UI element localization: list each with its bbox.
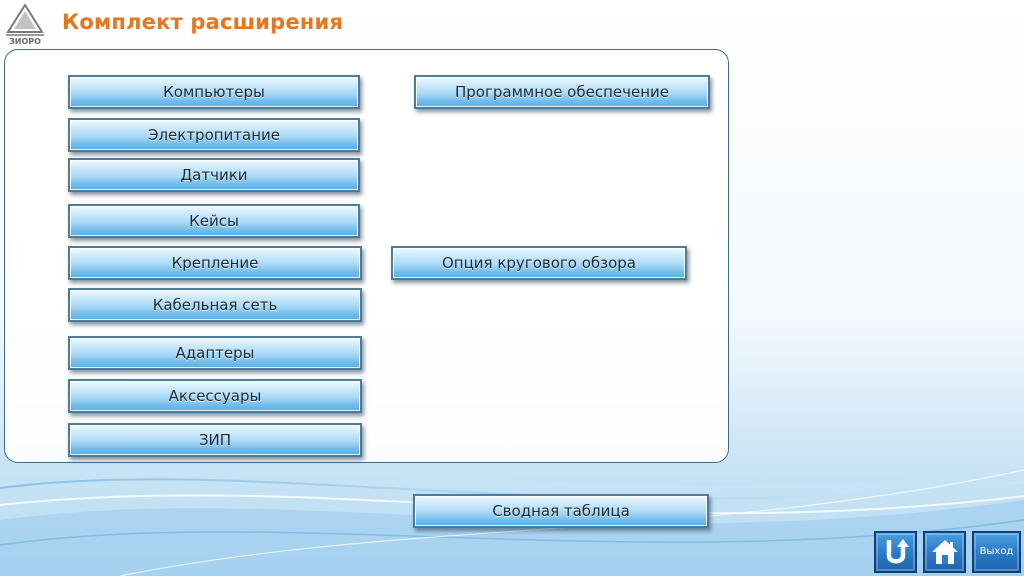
home-icon — [931, 540, 958, 564]
sensors-button[interactable]: Датчики — [68, 158, 360, 192]
spare-parts-button[interactable]: ЗИП — [68, 423, 362, 457]
surround-view-button[interactable]: Опция кругового обзора — [391, 246, 687, 280]
exit-label: Выход — [979, 546, 1014, 557]
adapters-button[interactable]: Адаптеры — [68, 336, 362, 370]
svg-text:ЗИОРО: ЗИОРО — [9, 37, 41, 46]
accessories-button[interactable]: Аксессуары — [68, 379, 362, 413]
u-turn-back-icon — [886, 539, 909, 564]
summary-table-button[interactable]: Сводная таблица — [413, 494, 709, 528]
back-button[interactable] — [874, 531, 917, 573]
software-button[interactable]: Программное обеспечение — [414, 75, 710, 109]
page-title: Комплект расширения — [62, 10, 344, 34]
company-logo: ЗИОРО — [6, 3, 44, 46]
computers-button[interactable]: Компьютеры — [68, 75, 360, 109]
mounting-button[interactable]: Крепление — [68, 246, 362, 280]
home-button[interactable] — [923, 531, 966, 573]
power-supply-button[interactable]: Электропитание — [68, 118, 360, 152]
exit-button[interactable]: Выход — [972, 531, 1021, 573]
cable-network-button[interactable]: Кабельная сеть — [68, 288, 362, 322]
cases-button[interactable]: Кейсы — [68, 204, 360, 238]
